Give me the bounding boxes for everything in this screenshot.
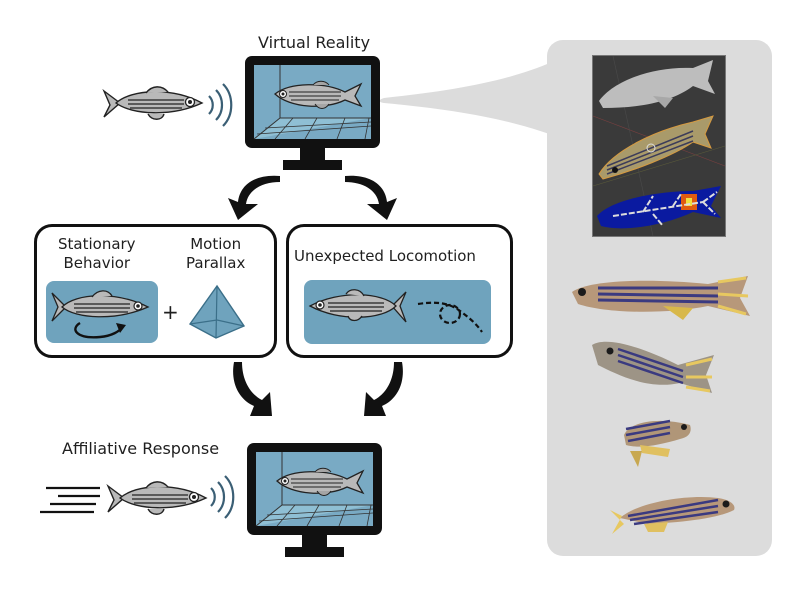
parallax-label-line1: Motion — [190, 235, 242, 253]
stationary-scene — [46, 281, 158, 343]
parallax-label: Motion Parallax — [186, 235, 245, 273]
callout-pointer — [379, 62, 552, 135]
photo-fish-4 — [610, 496, 735, 534]
plus-sign: + — [162, 300, 179, 324]
weight-paint-fish-icon — [597, 186, 721, 229]
locomotion-scene — [304, 280, 491, 344]
rotate-arrow-icon — [74, 321, 124, 339]
dashed-path-icon — [417, 301, 483, 333]
virtual-reality-title: Virtual Reality — [258, 33, 371, 52]
textured-fish-icon — [598, 115, 714, 180]
stationary-label-line1: Stationary — [58, 235, 136, 253]
unexpected-locomotion-title: Unexpected Locomotion — [294, 247, 476, 265]
arrow-right-bottom — [364, 362, 403, 416]
stationary-label: Stationary Behavior — [58, 235, 136, 273]
mesh-fish-icon — [599, 60, 715, 108]
arrow-right-down — [345, 175, 397, 220]
affiliative-response-title: Affiliative Response — [62, 439, 220, 458]
pyramid-icon — [188, 284, 246, 339]
arrow-left-down — [228, 175, 280, 220]
arrow-left-bottom — [233, 362, 272, 416]
signal-waves-icon — [208, 83, 233, 127]
approaching-fish-icon — [106, 481, 208, 515]
signal-waves-bottom-icon — [210, 475, 235, 519]
motion-lines-icon — [40, 486, 100, 514]
parallax-label-line2: Parallax — [186, 254, 246, 272]
virtual-fish-bottom-icon — [276, 467, 365, 496]
virtual-fish-icon — [274, 80, 363, 109]
monitor-virtual-reality — [245, 56, 380, 170]
photo-fish-3 — [624, 419, 691, 467]
monitor-affiliative — [247, 443, 382, 557]
render-panel — [592, 55, 726, 237]
live-fish-icon — [102, 86, 204, 120]
photo-fish-2 — [592, 341, 714, 393]
photo-fish-1 — [572, 276, 750, 320]
stationary-label-line2: Behavior — [63, 254, 131, 272]
